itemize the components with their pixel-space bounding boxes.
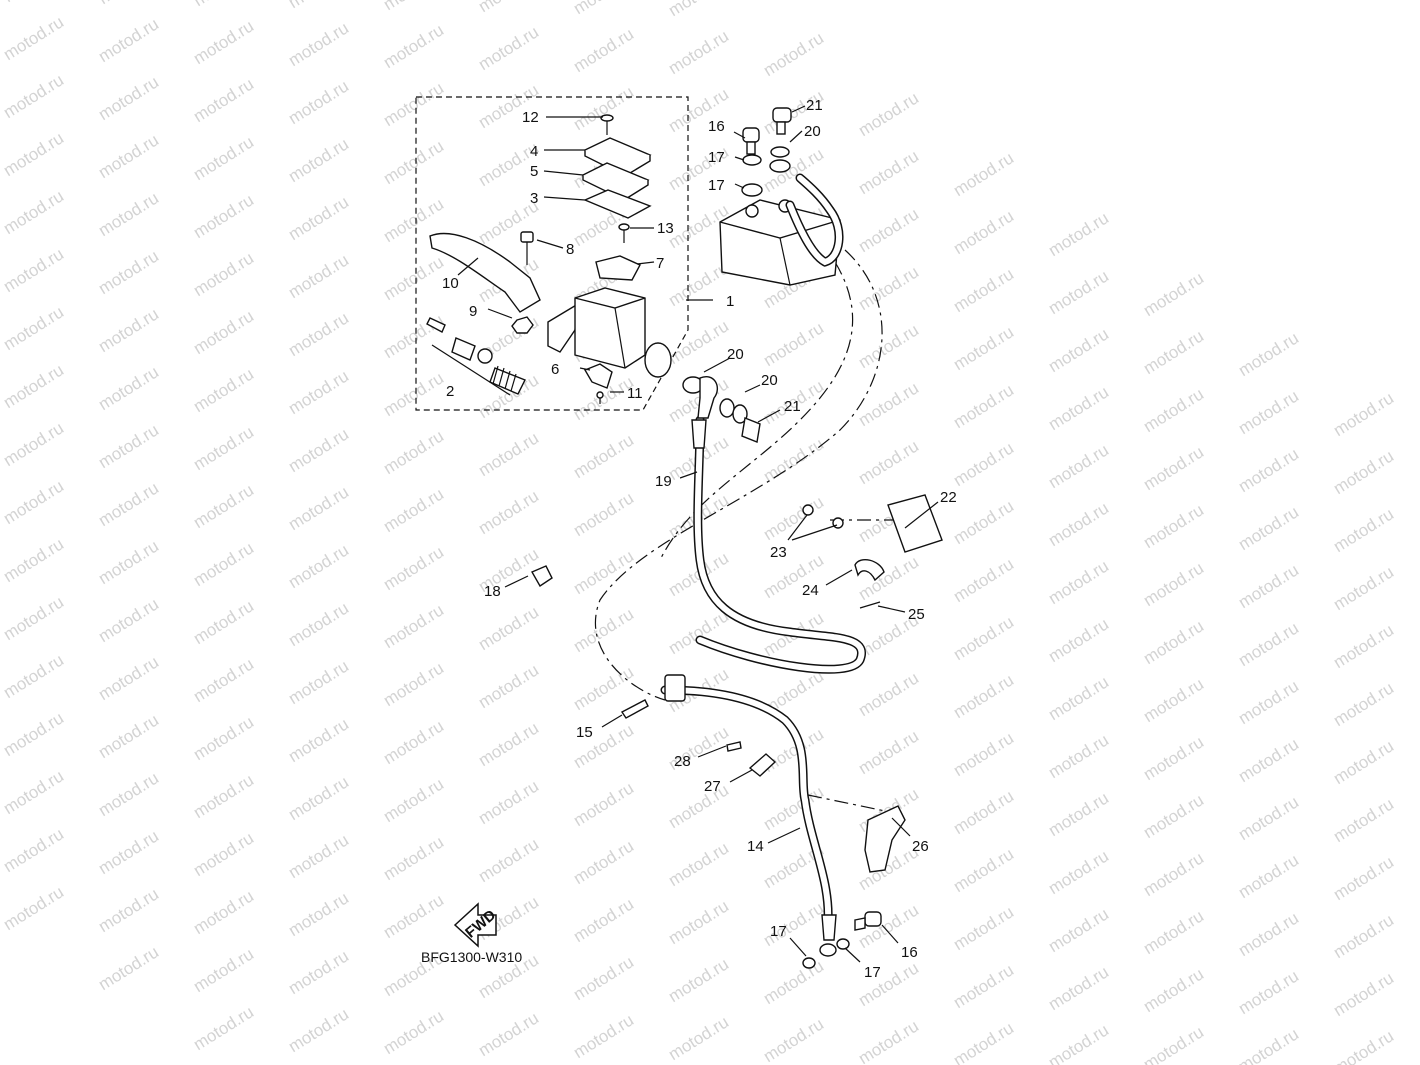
callout-7: 7 [656,255,664,272]
part-15-bolt [620,699,649,719]
callout-1: 1 [726,293,734,310]
callout-27: 27 [704,778,721,795]
abs-hydraulic-unit [719,199,841,286]
part-12-screw [600,114,614,135]
washers-bottom [802,938,850,969]
callout-15: 15 [576,724,593,741]
callout-24: 24 [802,582,819,599]
part-8-pivot-bolt [520,231,534,265]
part-19-brake-hose [691,415,866,674]
fwd-label: FWD [462,907,499,942]
callout-21-top: 21 [806,97,823,114]
callout-16-bottom: 16 [901,944,918,961]
callout-5: 5 [530,163,538,180]
part-6-holder [583,363,613,389]
part-11-screw [596,391,604,404]
callout-22: 22 [940,489,957,506]
part-28-screw [726,741,742,752]
part-10-brake-lever [429,232,541,313]
part-16-union-bolt-bottom [854,911,882,931]
callout-4: 4 [530,143,538,160]
leader-lines [431,105,939,963]
callout-25: 25 [908,606,925,623]
callout-10: 10 [442,275,459,292]
callout-28: 28 [674,753,691,770]
part-26-bracket [864,805,906,873]
part-5-diaphragm-plate [581,162,650,201]
callout-17-top-a: 17 [708,149,725,166]
callout-16-top: 16 [708,118,725,135]
part-1-master-cylinder [547,287,672,378]
callout-17-bottom-a: 17 [770,923,787,940]
callout-18: 18 [484,583,501,600]
hose-routing-line [594,249,883,701]
part-3-diaphragm [583,189,652,219]
part-27-clamp [748,753,777,777]
callout-2: 2 [446,383,454,400]
part-16-union-bolt-top [742,127,760,155]
callout-13: 13 [657,220,674,237]
hose-clamp [664,674,686,702]
part-4-reservoir-cap [583,137,652,177]
callout-labels: 12 4 5 3 13 8 7 1 10 9 2 6 11 20 20 21 1… [442,97,957,981]
callout-20-top: 20 [804,123,821,140]
part-13-screw [618,223,630,243]
part-24-clip [854,558,885,582]
callout-20-upper: 20 [727,346,744,363]
callout-17-bottom-b: 17 [864,964,881,981]
clamp-guide-line [807,794,891,813]
callout-20-lower: 20 [761,372,778,389]
hose-routing-line-2 [659,261,854,561]
part-14-brake-hose-lower [660,685,837,957]
callout-19: 19 [655,473,672,490]
part-18-clip [531,565,553,587]
callout-8: 8 [566,241,574,258]
part-2-piston-kit [426,317,526,395]
callout-12: 12 [522,109,539,126]
union-fitting [682,376,761,443]
fwd-arrow-icon: FWD [453,902,499,948]
callout-26: 26 [912,838,929,855]
part-21-union-bolt-top [772,107,792,135]
part-9-nut [511,316,534,334]
callout-9: 9 [469,303,477,320]
part-7-brake-switch [595,255,641,281]
callout-11: 11 [627,385,643,402]
callout-3: 3 [530,190,538,207]
part-22-guide [887,494,943,553]
callout-21-lower: 21 [784,398,801,415]
callout-14: 14 [747,838,764,855]
diagram-code: BFG1300-W310 [421,949,523,965]
callout-6: 6 [551,361,559,378]
part-23-screws [802,504,844,529]
part-25-pin [859,601,881,609]
callout-17-top-b: 17 [708,177,725,194]
callout-23: 23 [770,544,787,561]
